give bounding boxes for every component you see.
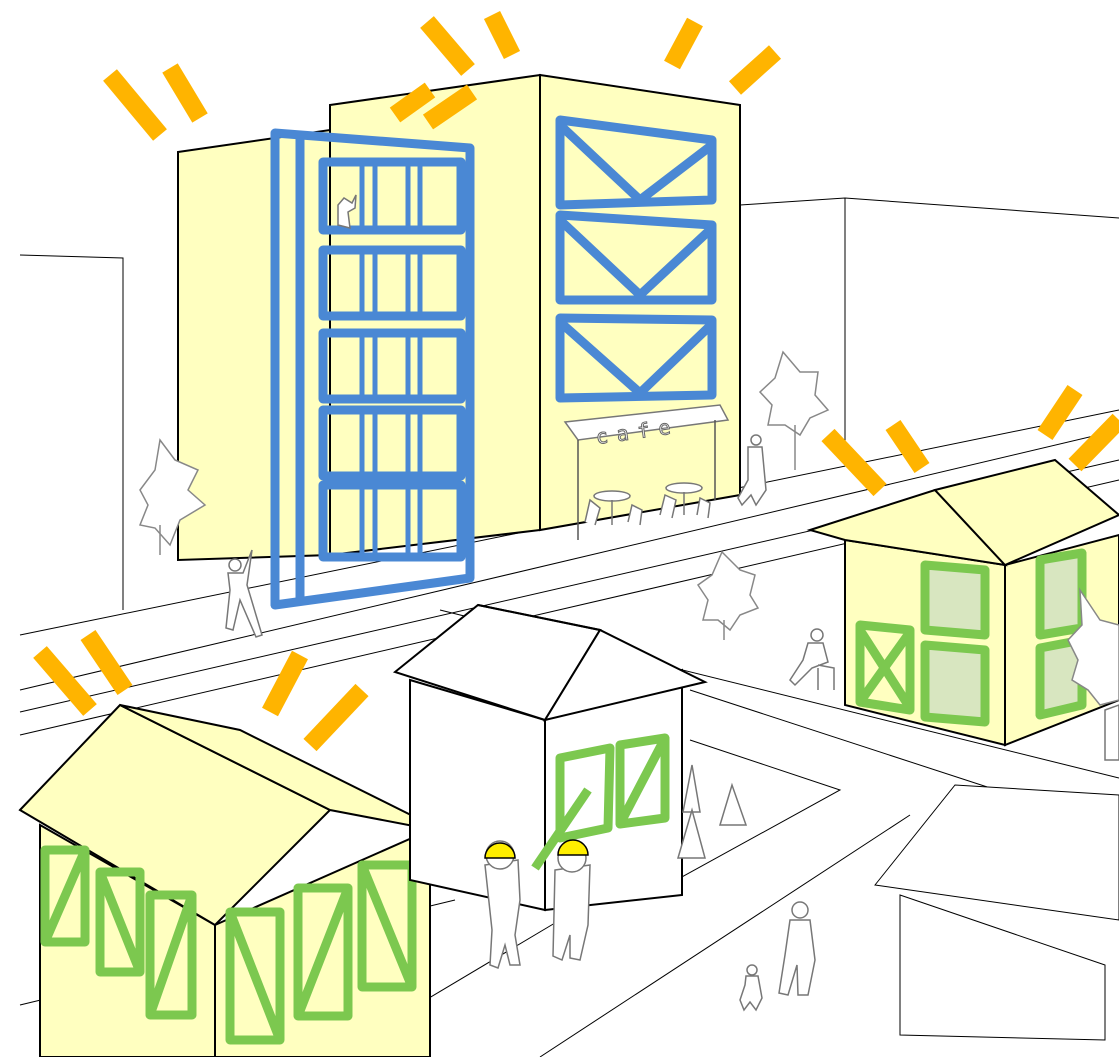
house-bottom-right bbox=[875, 785, 1119, 1040]
traffic-cone-icon bbox=[678, 765, 746, 858]
